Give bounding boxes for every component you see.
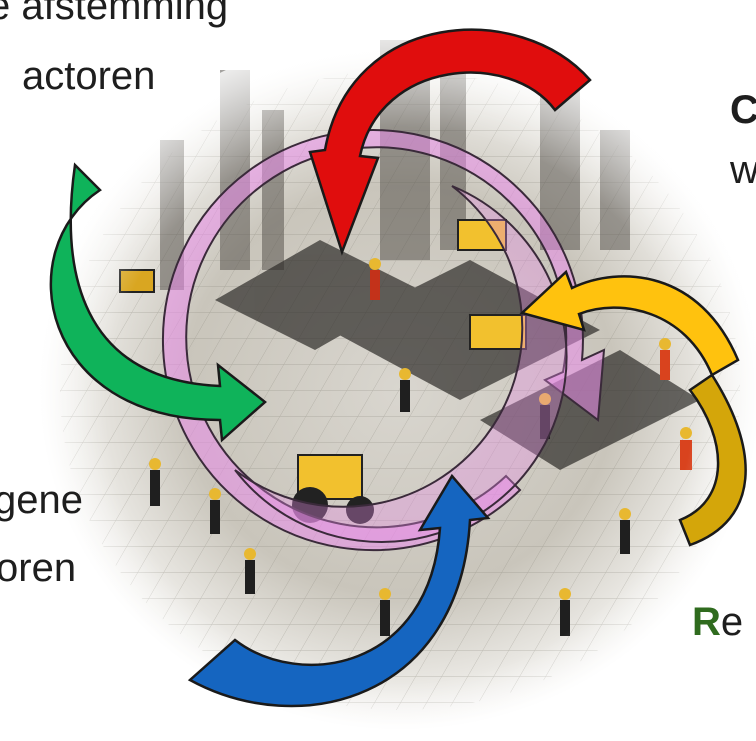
label-top-right-line2: w: [730, 148, 756, 192]
blue-arrow: [187, 473, 491, 708]
label-top-right-line1: C: [730, 88, 756, 132]
label-bottom-right: Re: [692, 602, 743, 642]
gold-arrow: [678, 373, 747, 547]
label-top-left-line2: actoren: [22, 54, 156, 98]
label-top-left-line1: e afstemming: [0, 0, 229, 28]
label-bottom-left-line1: gene: [0, 478, 83, 522]
label-bottom-right-accent: R: [692, 600, 721, 644]
red-arrow: [308, 28, 592, 256]
green-arrow: [49, 162, 267, 443]
label-bottom-left-line2: oren: [0, 546, 77, 590]
label-bottom-right-rest: e: [720, 600, 744, 644]
yellow-arrow: [519, 269, 740, 377]
